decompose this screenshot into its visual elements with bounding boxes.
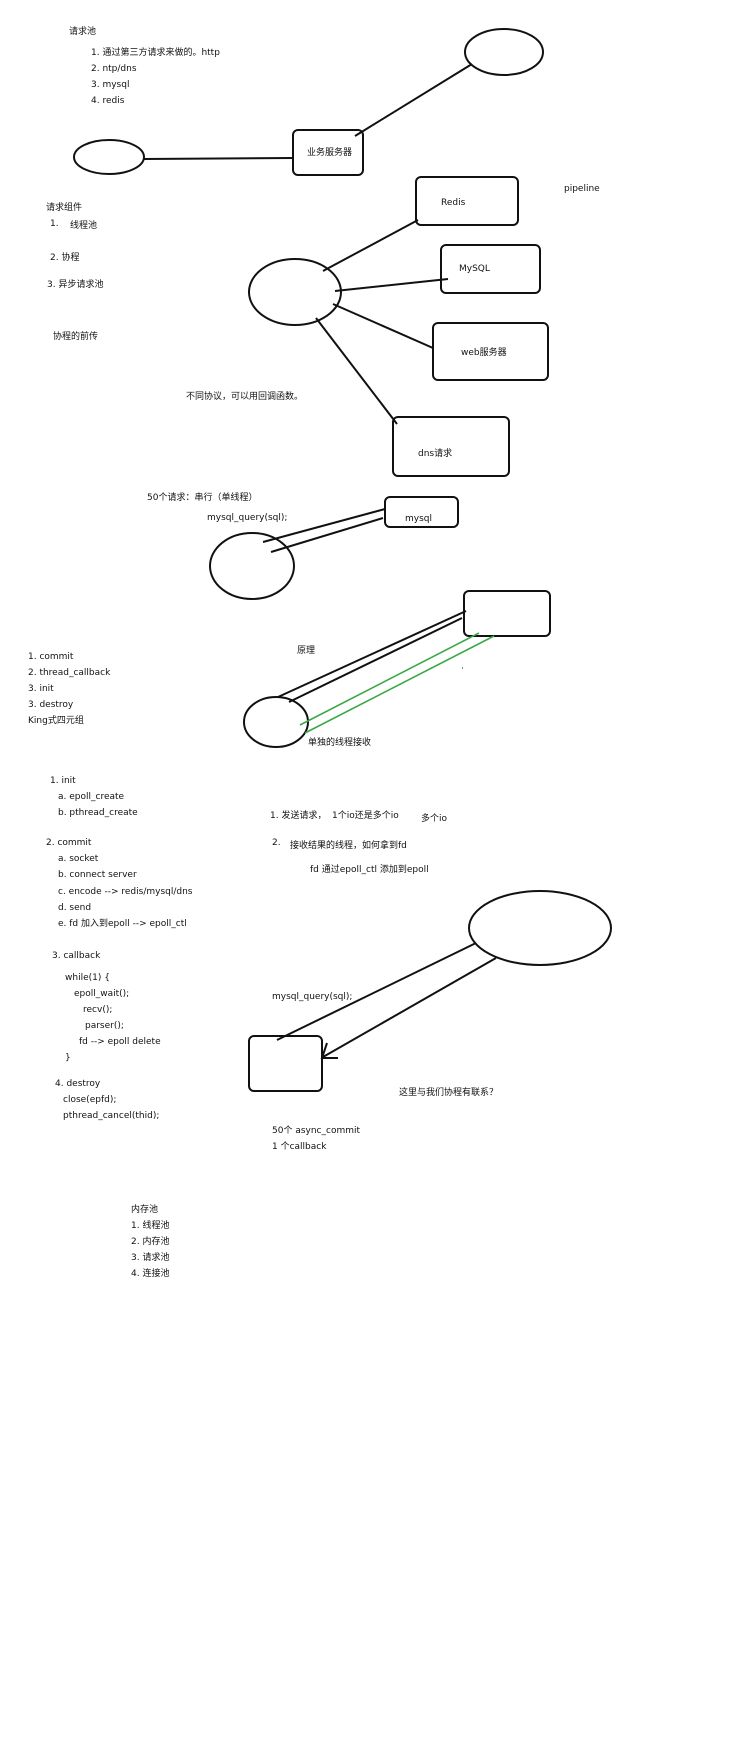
async-line-1 bbox=[276, 942, 477, 1041]
step-commit-c: c. encode --> redis/mysql/dns bbox=[58, 887, 193, 897]
pipeline-label: pipeline bbox=[564, 184, 600, 194]
dns-label: dns请求 bbox=[418, 449, 453, 459]
redis-label: Redis bbox=[441, 198, 466, 208]
step-commit-d: d. send bbox=[58, 903, 92, 913]
async-note-1: 50个 async_commit bbox=[272, 1126, 361, 1136]
connector-to-web bbox=[332, 303, 434, 349]
step-callback-code: parser(); bbox=[85, 1021, 124, 1031]
components-item-1-num: 1. bbox=[50, 219, 59, 229]
step-callback-code: while(1) { bbox=[65, 973, 110, 983]
question-2: 接收结果的线程，如何拿到fd bbox=[290, 841, 407, 851]
step-commit: 2. commit bbox=[46, 838, 92, 848]
mempool-item: 1. 线程池 bbox=[131, 1221, 170, 1231]
principle-server-box bbox=[463, 590, 551, 637]
api-list-item: 2. thread_callback bbox=[28, 668, 111, 678]
async-call: mysql_query(sql); bbox=[272, 992, 353, 1002]
step-commit-b: b. connect server bbox=[58, 870, 137, 880]
principle-line-1 bbox=[277, 610, 467, 698]
connector-server-to-top-ellipse bbox=[354, 63, 473, 137]
async-note-2: 1 个callback bbox=[272, 1142, 327, 1152]
step-callback-code: } bbox=[65, 1053, 71, 1063]
step-callback-code: fd --> epoll delete bbox=[79, 1037, 161, 1047]
async-client-box bbox=[248, 1035, 323, 1092]
components-item-3: 3. 异步请求池 bbox=[47, 280, 104, 290]
mempool-item: 3. 请求池 bbox=[131, 1253, 170, 1263]
step-commit-a: a. socket bbox=[58, 854, 99, 864]
async-line-2 bbox=[322, 957, 497, 1058]
step-callback-code: epoll_wait(); bbox=[74, 989, 130, 999]
step-init-a: a. epoll_create bbox=[58, 792, 125, 802]
components-title: 请求组件 bbox=[46, 203, 83, 213]
request-pool-item: 1. 通过第三方请求来做的。http bbox=[91, 48, 220, 58]
biz-server-label: 业务服务器 bbox=[307, 148, 353, 158]
question-1-answer: 多个io bbox=[421, 814, 448, 824]
step-destroy-code: pthread_cancel(thid); bbox=[63, 1111, 160, 1121]
question-2-answer: fd 通过epoll_ctl 添加到epoll bbox=[310, 865, 429, 875]
step-init: 1. init bbox=[50, 776, 76, 786]
client-ellipse-top-right bbox=[464, 28, 544, 76]
mempool-title: 内存池 bbox=[131, 1205, 159, 1215]
question-2-num: 2. bbox=[272, 838, 281, 848]
web-server-box bbox=[432, 322, 549, 381]
connector-left-to-server bbox=[143, 157, 294, 160]
components-item-1: 线程池 bbox=[70, 221, 98, 231]
serial-call: mysql_query(sql); bbox=[207, 513, 288, 523]
request-pool-item: 2. ntp/dns bbox=[91, 64, 137, 74]
mysql-label: MySQL bbox=[459, 264, 490, 274]
mysql-small-label: mysql bbox=[405, 514, 432, 524]
request-pool-item: 4. redis bbox=[91, 96, 125, 106]
step-callback: 3. callback bbox=[52, 951, 101, 961]
api-list-item: 3. destroy bbox=[28, 700, 74, 710]
api-list-item: 1. commit bbox=[28, 652, 74, 662]
connector-to-redis bbox=[322, 219, 419, 272]
step-destroy-code: close(epfd); bbox=[63, 1095, 117, 1105]
serial-title: 50个请求：串行（单线程） bbox=[147, 493, 258, 503]
serial-line-1 bbox=[262, 508, 386, 543]
dns-box bbox=[392, 416, 510, 477]
step-callback-code: recv(); bbox=[83, 1005, 113, 1015]
request-pool-ellipse bbox=[248, 258, 342, 326]
serial-client-ellipse bbox=[209, 532, 295, 600]
principle-line-2 bbox=[288, 617, 463, 703]
mysql-small-box bbox=[384, 496, 459, 528]
biz-server-box bbox=[292, 129, 364, 176]
step-destroy: 4. destroy bbox=[55, 1079, 101, 1089]
thread-recv-label: 单独的线程接收 bbox=[308, 738, 372, 748]
green-return-line-2 bbox=[304, 635, 495, 734]
request-pool-title: 请求池 bbox=[69, 27, 97, 37]
client-ellipse-left bbox=[73, 139, 145, 175]
coroutine-question: 这里与我们协程有联系？ bbox=[399, 1088, 499, 1098]
mysql-box bbox=[440, 244, 541, 294]
principle-title: 原理 bbox=[297, 646, 316, 656]
green-return-line-1 bbox=[299, 632, 480, 726]
components-item-2: 2. 协程 bbox=[50, 253, 80, 263]
principle-dot: · bbox=[461, 664, 464, 674]
api-list-item: 3. init bbox=[28, 684, 54, 694]
async-arrow-head bbox=[320, 1042, 338, 1059]
async-server-ellipse bbox=[468, 890, 612, 966]
redis-box bbox=[415, 176, 519, 226]
connector-to-dns bbox=[315, 317, 398, 425]
mempool-item: 4. 连接池 bbox=[131, 1269, 170, 1279]
web-server-label: web服务器 bbox=[461, 348, 507, 358]
step-commit-e: e. fd 加入到epoll --> epoll_ctl bbox=[58, 919, 187, 929]
protocol-note: 不同协议，可以用回调函数。 bbox=[186, 392, 304, 402]
connector-to-mysql bbox=[334, 278, 449, 292]
question-1-detail: 1个io还是多个io bbox=[332, 811, 399, 821]
question-1: 1. 发送请求， bbox=[270, 811, 327, 821]
serial-line-2 bbox=[270, 517, 384, 553]
request-pool-item: 3. mysql bbox=[91, 80, 130, 90]
coroutine-predecessor-label: 协程的前传 bbox=[53, 332, 99, 342]
mempool-item: 2. 内存池 bbox=[131, 1237, 170, 1247]
api-list-item: King式四元组 bbox=[28, 716, 84, 726]
principle-client-ellipse bbox=[243, 696, 309, 748]
step-init-b: b. pthread_create bbox=[58, 808, 138, 818]
